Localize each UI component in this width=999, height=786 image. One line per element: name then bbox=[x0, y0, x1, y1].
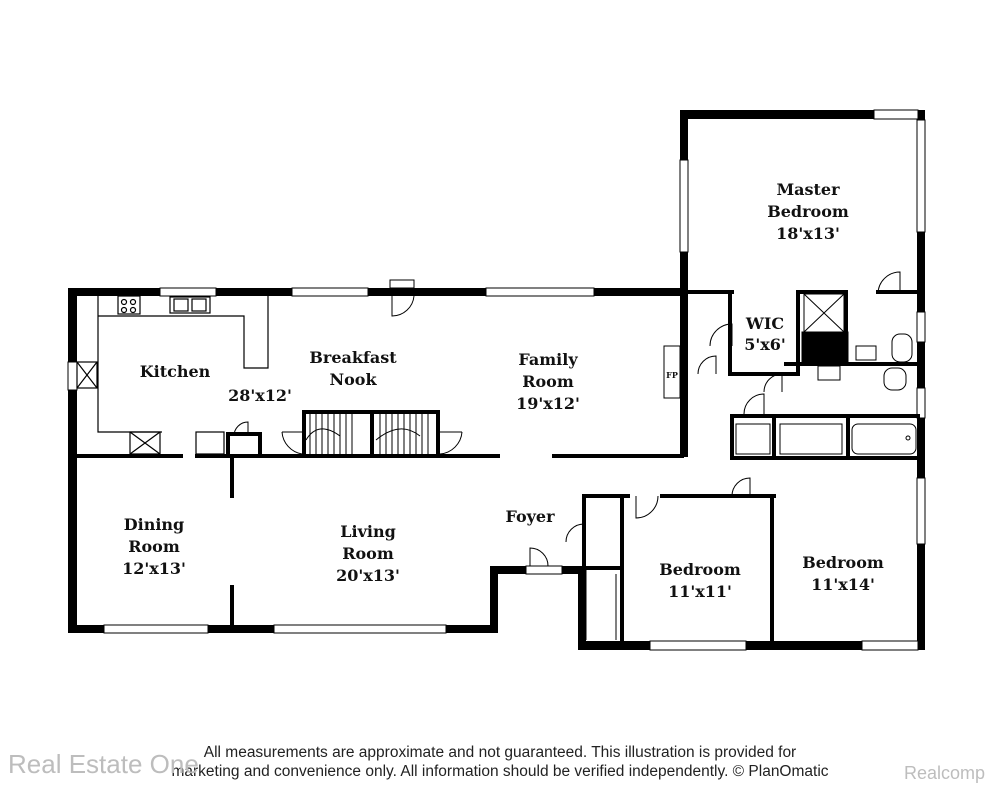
watermark-real-estate-one: Real Estate One bbox=[8, 749, 199, 779]
family-room-dims: 19'x12' bbox=[516, 394, 580, 413]
breakfast-nook-name-1: Breakfast bbox=[309, 348, 397, 367]
master-bedroom-name-2: Bedroom bbox=[767, 202, 849, 221]
windows bbox=[67, 109, 926, 651]
kitchen-counters bbox=[76, 295, 269, 455]
disclaimer-line-1: All measurements are approximate and not… bbox=[203, 744, 797, 761]
disclaimer-line-2: marketing and convenience only. All info… bbox=[171, 763, 829, 780]
living-room-name-2: Room bbox=[342, 544, 394, 563]
foyer-name: Foyer bbox=[505, 507, 555, 526]
wic-name: WIC bbox=[745, 314, 784, 333]
master-bedroom-dims: 18'x13' bbox=[776, 224, 840, 243]
family-room-name-1: Family bbox=[518, 350, 578, 369]
kitchen-name: Kitchen bbox=[140, 362, 211, 381]
dining-room-name-2: Room bbox=[128, 537, 180, 556]
doors bbox=[233, 271, 901, 640]
fixtures bbox=[663, 293, 917, 455]
breakfast-nook-name-2: Nook bbox=[329, 370, 377, 389]
family-room-name-2: Room bbox=[522, 372, 574, 391]
bedroom-2-name: Bedroom bbox=[802, 553, 884, 572]
wic-dims: 5'x6' bbox=[744, 335, 786, 354]
watermark-realcomp: Realcomp bbox=[904, 763, 986, 783]
breakfast-nook-dims: 28'x12' bbox=[228, 386, 292, 405]
fireplace-label: FP bbox=[666, 370, 678, 380]
bedroom-1-name: Bedroom bbox=[659, 560, 741, 579]
living-room-name-1: Living bbox=[340, 522, 396, 541]
living-room-dims: 20'x13' bbox=[336, 566, 400, 585]
bedroom-2-dims: 11'x14' bbox=[811, 575, 875, 594]
dining-room-dims: 12'x13' bbox=[122, 559, 186, 578]
master-bedroom-name-1: Master bbox=[776, 180, 840, 199]
room-labels: Master Bedroom 18'x13' WIC 5'x6' Kitchen… bbox=[122, 180, 884, 601]
interior-walls bbox=[77, 290, 920, 644]
stairs bbox=[281, 414, 463, 455]
dining-room-name-1: Dining bbox=[124, 515, 184, 534]
bedroom-1-dims: 11'x11' bbox=[668, 582, 732, 601]
